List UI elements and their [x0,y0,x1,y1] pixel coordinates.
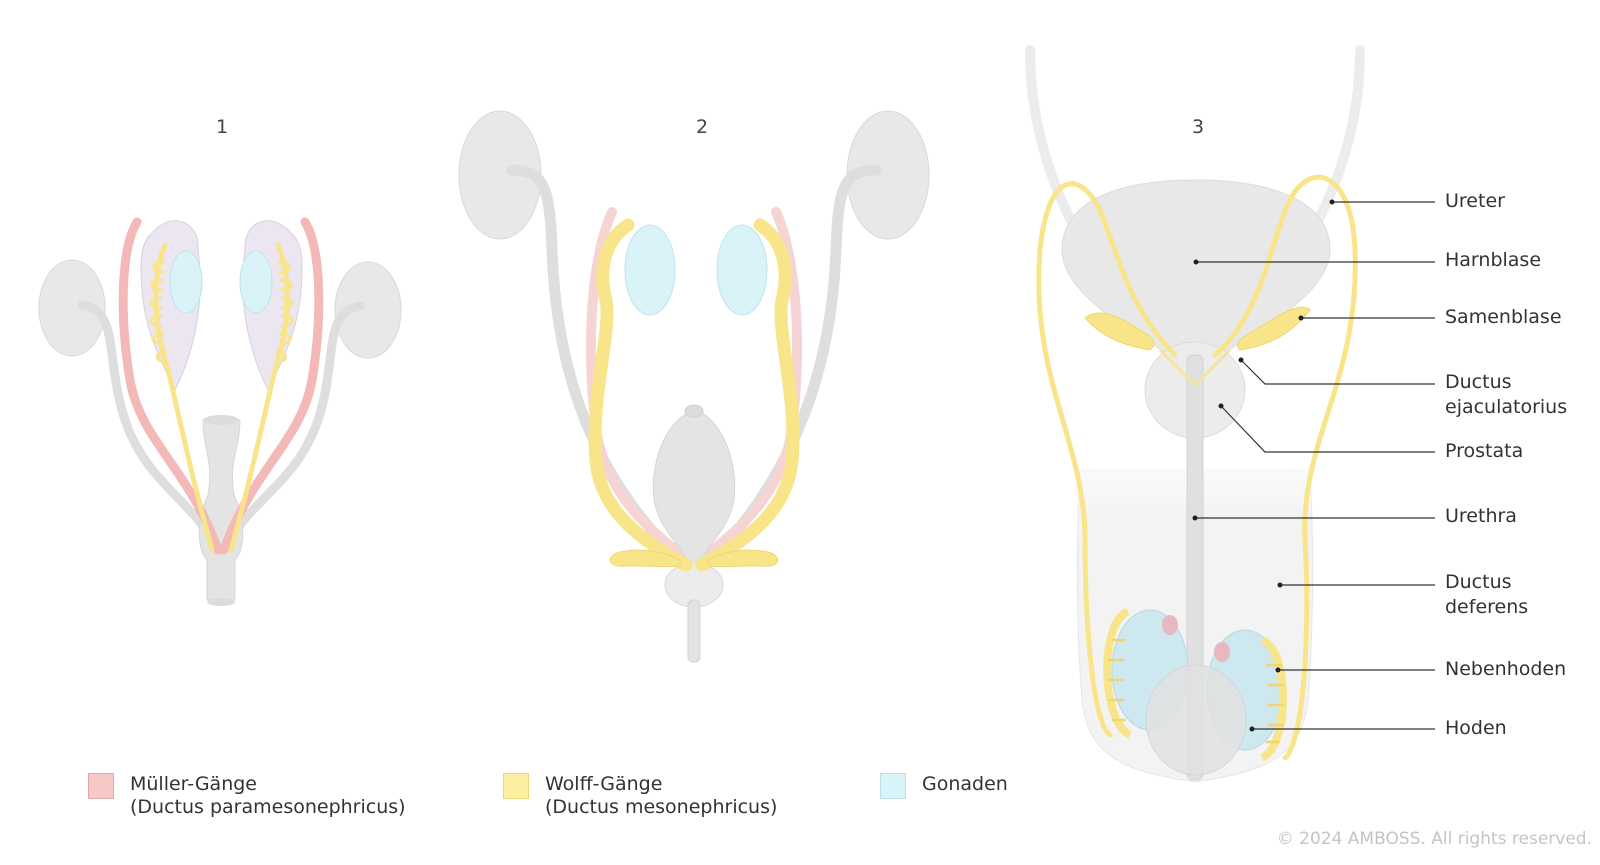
label-hoden: Hoden [1445,717,1507,739]
legend-wolff-line1: Wolff-Gänge [545,773,663,795]
seminal-vesicle-right [1237,306,1311,351]
leader-dots [1192,199,1335,732]
legend-mueller-line2: (Ductus paramesonephricus) [130,796,406,818]
label-prostata: Prostata [1445,440,1524,462]
mueller-duct-left [118,217,223,555]
mesonephric-tubules-left [149,260,168,364]
legend-text-gonaden: Gonaden [922,773,1008,796]
seminal-vesicle-left [1084,312,1155,351]
label-ureter: Ureter [1445,190,1505,212]
bladder-apex [684,404,704,418]
leader-prostata [1220,405,1435,453]
label-harnblase: Harnblase [1445,249,1542,271]
appendix-testis-left [1162,615,1178,635]
epididymis-right [1259,636,1287,762]
vas-deferens-left [1036,181,1178,738]
appendix-testis-right [1214,642,1230,662]
urogenital-sinus [198,419,244,601]
gonad-left [624,224,676,316]
sinus-opening-top [203,415,239,425]
label-ductus-deferens: Ductus deferens [1445,570,1528,620]
stage-number-1: 1 [216,116,229,138]
seminal-vesicle-left [610,549,681,568]
stage-1-diagram [38,217,402,606]
urethra [687,599,701,663]
ureter-left [77,300,217,545]
epididymis-tubules [1108,638,1284,744]
legend-text-mueller: Müller-Gänge (Ductus paramesonephricus) [130,773,406,819]
kidney-right [334,261,402,359]
leader-ductus-ejaculatorius [1240,359,1435,385]
label-ductus-deferens-line2: deferens [1445,596,1529,618]
label-samenblase: Samenblase [1445,306,1562,328]
stage-number-2: 2 [696,116,709,138]
epididymis-left [1103,608,1133,739]
legend-gonaden-line1: Gonaden [922,773,1008,795]
legend-swatch-wolff [503,773,529,799]
wolff-duct-right [228,242,290,553]
ejaculatory-ducts [1158,348,1232,388]
stage-3-diagram [1025,45,1435,783]
ureter-right [225,301,365,545]
label-ductus-ejaculatorius: Ductus ejaculatorius [1445,370,1567,420]
wolff-duct-right [695,218,800,572]
stage-2-diagram [458,110,930,663]
gonad-right [716,224,768,316]
wolff-duct-left [588,218,693,572]
gonad-left [169,250,203,314]
label-nebenhoden: Nebenhoden [1445,658,1567,680]
mesonephric-tubules-right [275,260,294,364]
kidney-left [38,259,106,357]
leader-lines [1195,201,1435,730]
label-ductus-deferens-line1: Ductus [1445,571,1512,593]
legend-wolff-line2: (Ductus mesonephricus) [545,796,778,818]
legend-swatch-gonaden [880,773,906,799]
label-ductus-ejaculatorius-line2: ejaculatorius [1445,396,1568,418]
gonad-right [239,250,273,314]
sinus-opening-bottom [207,598,235,606]
vas-deferens-right [1212,174,1358,761]
copyright-notice: © 2024 AMBOSS. All rights reserved. [1276,829,1592,849]
legend-mueller-line1: Müller-Gänge [130,773,257,795]
glans [1145,664,1247,776]
legend-text-wolff: Wolff-Gänge (Ductus mesonephricus) [545,773,777,819]
mueller-duct-right [219,217,324,555]
label-urethra: Urethra [1445,505,1517,527]
label-ductus-ejaculatorius-line1: Ductus [1445,371,1512,393]
legend-swatch-mueller [88,773,114,799]
stage-number-3: 3 [1192,116,1205,138]
seminal-vesicle-right [707,549,778,568]
wolff-duct-left [153,242,215,553]
